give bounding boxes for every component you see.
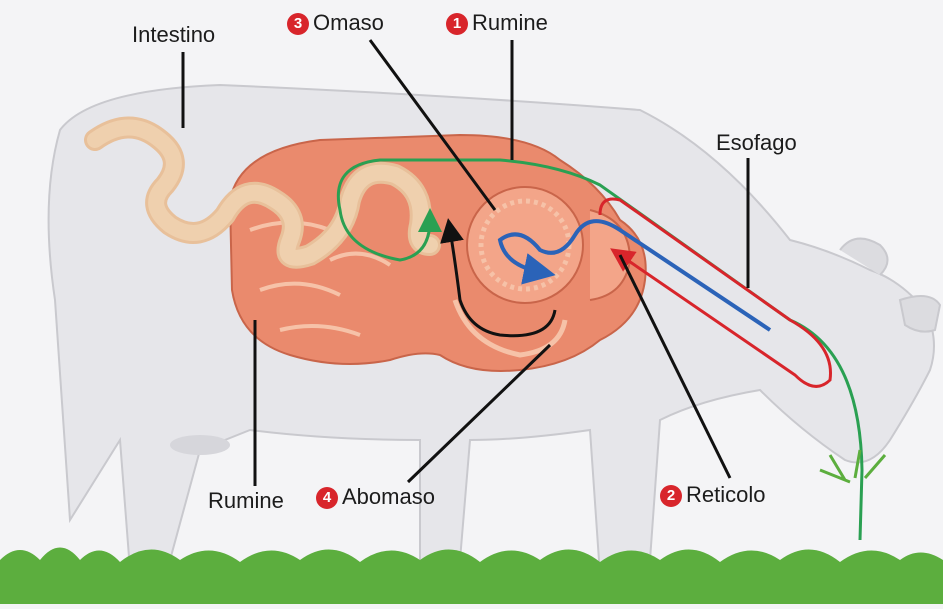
label-rumine-top: Rumine (472, 10, 548, 35)
badge-rumine: 1 (446, 13, 468, 35)
label-abomaso: Abomaso (342, 484, 435, 509)
label-rumine-bottom: Rumine (208, 488, 284, 514)
label-reticolo: Reticolo (686, 482, 765, 507)
label-esofago: Esofago (716, 130, 797, 156)
badge-omaso: 3 (287, 13, 309, 35)
label-omaso: Omaso (313, 10, 384, 35)
badge-abomaso: 4 (316, 487, 338, 509)
badge-reticolo: 2 (660, 485, 682, 507)
label-intestino: Intestino (132, 22, 215, 48)
